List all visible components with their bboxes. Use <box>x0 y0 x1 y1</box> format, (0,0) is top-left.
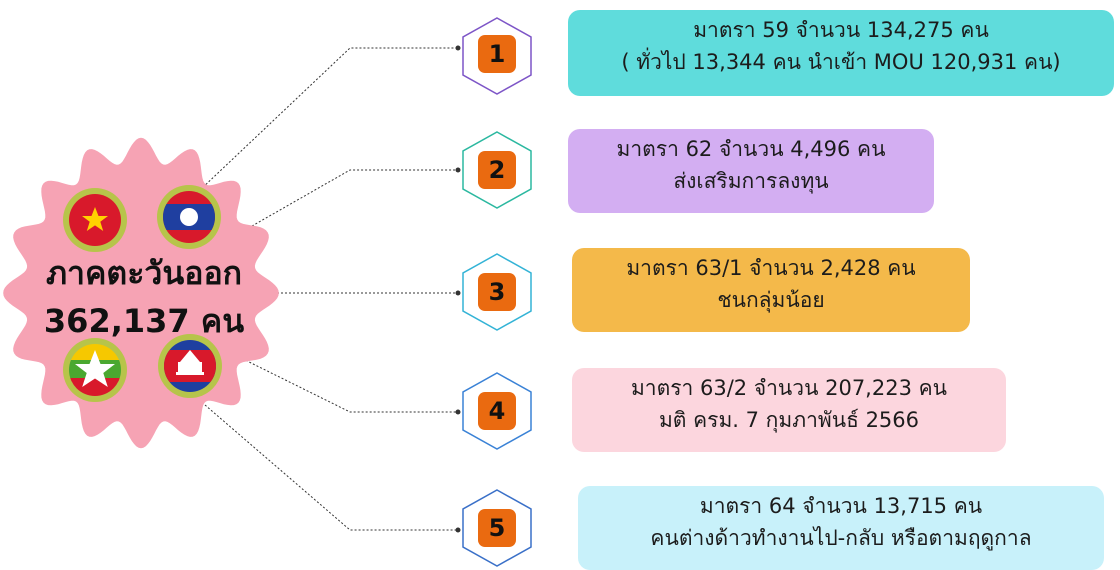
info-box-2-line1: มาตรา 62 จำนวน 4,496 คน <box>616 137 886 161</box>
step-number-badge-1: 1 <box>478 35 516 73</box>
info-box-5-line2: คนต่างด้าวทำงานไป-กลับ หรือตามฤดูกาล <box>650 526 1032 550</box>
info-box-2: มาตรา 62 จำนวน 4,496 คน ส่งเสริมการลงทุน <box>568 129 934 213</box>
laos-flag-icon <box>157 185 221 249</box>
vietnam-flag-icon <box>63 188 127 252</box>
info-box-4-line2: มติ ครม. 7 กุมภาพันธ์ 2566 <box>658 408 920 432</box>
connector-line-2 <box>244 169 458 231</box>
step-number-badge-3: 3 <box>478 273 516 311</box>
connector-dot-3 <box>455 290 461 296</box>
info-box-5: มาตรา 64 จำนวน 13,715 คน คนต่างด้าวทำงาน… <box>578 486 1104 570</box>
info-box-1-line2: ( ทั่วไป 13,344 คน นำเข้า MOU 120,931 คน… <box>621 50 1061 74</box>
myanmar-flag-icon <box>63 338 127 402</box>
center-region-title: ภาคตะวันออก <box>45 254 243 292</box>
connector-line-1 <box>199 47 458 191</box>
connector-dot-1 <box>455 45 461 51</box>
cambodia-flag-icon <box>158 334 222 398</box>
info-box-4: มาตรา 63/2 จำนวน 207,223 คน มติ ครม. 7 ก… <box>572 368 1006 452</box>
connector-line-5 <box>204 404 458 531</box>
connector-dot-4 <box>455 409 461 415</box>
connector-line-4 <box>234 354 458 413</box>
info-box-2-line2: ส่งเสริมการลงทุน <box>673 169 829 193</box>
info-box-5-line1: มาตรา 64 จำนวน 13,715 คน <box>699 494 983 518</box>
info-box-4-line1: มาตรา 63/2 จำนวน 207,223 คน <box>630 376 948 400</box>
step-number-badge-4: 4 <box>478 392 516 430</box>
info-box-1: มาตรา 59 จำนวน 134,275 คน ( ทั่วไป 13,34… <box>568 10 1114 96</box>
info-box-1-line1: มาตรา 59 จำนวน 134,275 คน <box>693 18 989 42</box>
info-box-3: มาตรา 63/1 จำนวน 2,428 คน ชนกลุ่มน้อย <box>572 248 970 332</box>
info-box-3-line1: มาตรา 63/1 จำนวน 2,428 คน <box>626 256 916 280</box>
connector-dot-5 <box>455 527 461 533</box>
step-number-badge-2: 2 <box>478 151 516 189</box>
center-total-count: 362,137 คน <box>43 302 245 340</box>
info-box-3-line2: ชนกลุ่มน้อย <box>717 288 825 312</box>
connector-dot-2 <box>455 167 461 173</box>
step-number-badge-5: 5 <box>478 509 516 547</box>
